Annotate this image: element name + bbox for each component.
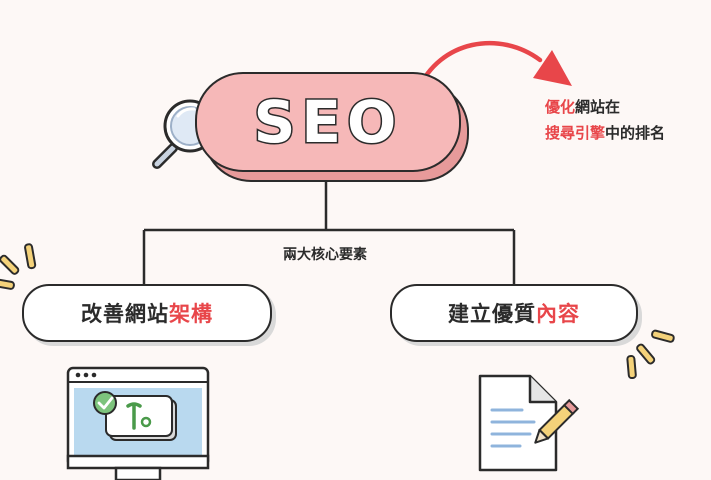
quality-content-highlight: 內容 — [536, 302, 580, 326]
sparkle-lines-icon — [0, 243, 37, 290]
callout-text-1: 網站在 — [575, 98, 621, 116]
monitor-settings-icon — [66, 366, 210, 480]
callout-text-2: 中的排名 — [605, 124, 666, 142]
quality-content-text: 建立優質 — [448, 302, 536, 326]
improve-structure-highlight: 架構 — [169, 302, 213, 326]
callout-line-2: 搜尋引擎中的排名 — [545, 121, 665, 145]
callout-highlight-2: 搜尋引擎 — [545, 124, 606, 142]
sparkle-lines-icon — [626, 329, 675, 380]
document-pencil-icon — [478, 374, 580, 472]
core-elements-label: 兩大核心要素 — [283, 247, 367, 263]
tree-connectors — [142, 172, 516, 286]
seo-badge-text: SEO — [252, 87, 403, 158]
quality-content-box: 建立優質內容 — [390, 284, 638, 342]
improve-structure-text: 改善網站 — [81, 302, 169, 326]
callout-highlight-1: 優化 — [545, 98, 576, 116]
improve-structure-box: 改善網站架構 — [22, 284, 272, 342]
seo-pill — [195, 72, 461, 172]
callout-line-1: 優化網站在 — [545, 95, 620, 119]
